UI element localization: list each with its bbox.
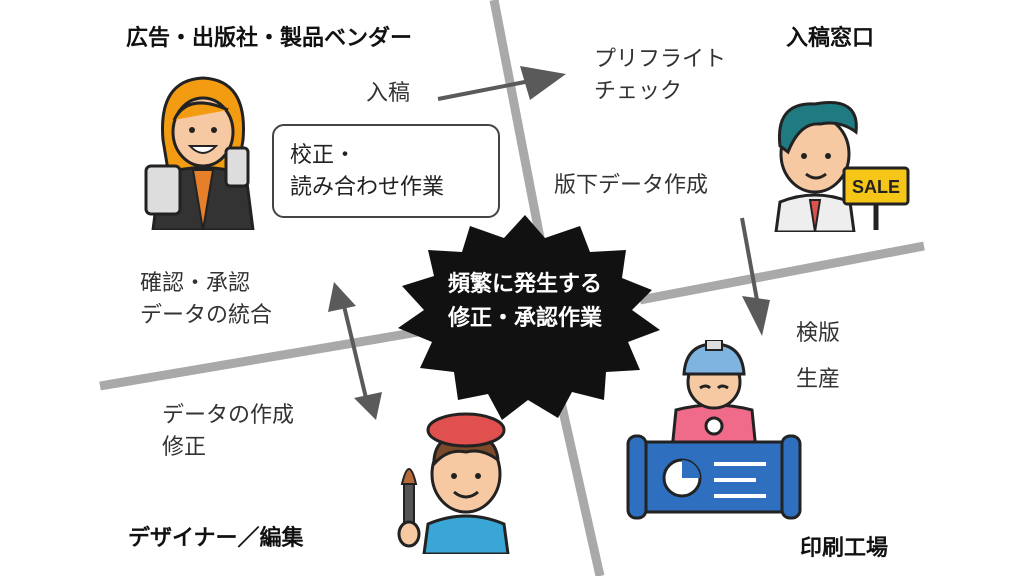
label-preflight: プリフライト チェック xyxy=(594,47,727,104)
label-proof: 校正・ 読み合わせ作業 xyxy=(290,143,445,200)
sale-sign-text: SALE xyxy=(852,177,900,197)
arrow-plate-data xyxy=(740,217,770,336)
factory-worker-icon xyxy=(626,340,802,520)
label-confirm: 確認・承認 データの統合 xyxy=(140,271,273,328)
arrow-bidirectional xyxy=(328,282,382,420)
label-plate-inspection: 検版 xyxy=(796,321,841,346)
label-production: 生産 xyxy=(796,367,841,392)
proof-box xyxy=(272,124,500,218)
divider-vertical-bottom xyxy=(551,379,605,576)
divider-horizontal-right xyxy=(639,241,925,305)
heading-reception: 入稿窓口 xyxy=(786,26,875,51)
vendor-person-icon xyxy=(144,76,255,230)
label-create: データの作成 修正 xyxy=(162,403,295,460)
designer-icon xyxy=(397,412,510,554)
heading-designer: デザイナー／編集 xyxy=(128,526,304,551)
arrow-submission xyxy=(437,66,566,101)
label-submission: 入稿 xyxy=(366,81,411,106)
divider-horizontal-left xyxy=(99,325,431,391)
center-burst xyxy=(398,215,660,420)
label-plate-data: 版下データ作成 xyxy=(554,173,709,198)
reception-person-icon: SALE xyxy=(774,101,910,232)
center-text: 頻繁に発生する 修正・承認作業 xyxy=(447,272,602,331)
heading-vendor: 広告・出版社・製品ベンダー xyxy=(126,26,413,51)
heading-factory: 印刷工場 xyxy=(800,536,889,561)
